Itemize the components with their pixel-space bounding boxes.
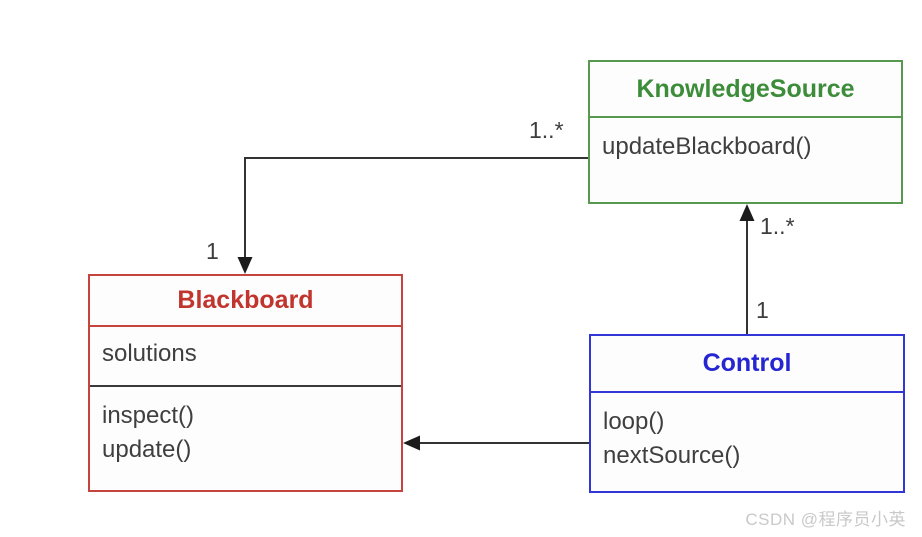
multiplicity-knowledgesource-end: 1..*: [529, 117, 564, 143]
association-control-to-knowledgesource: [739, 204, 755, 334]
association-control-to-blackboard: [403, 435, 589, 451]
class-box-blackboard: Blackboard solutions inspect() update(): [88, 274, 403, 492]
class-title-blackboard: Blackboard: [90, 276, 401, 327]
arrowhead-left-icon: [403, 435, 420, 451]
arrowhead-down-icon: [237, 257, 253, 274]
attribute-item: solutions: [102, 340, 197, 367]
class-box-knowledgesource: KnowledgeSource updateBlackboard(): [588, 60, 903, 204]
association-knowledgesource-to-blackboard: [237, 157, 588, 274]
class-methods-blackboard: inspect() update(): [90, 387, 401, 467]
multiplicity-control-end: 1: [756, 297, 769, 323]
attributes-methods-divider: [90, 385, 401, 387]
class-title-knowledgesource: KnowledgeSource: [590, 62, 901, 118]
class-title-control: Control: [591, 336, 903, 393]
class-box-control: Control loop() nextSource(): [589, 334, 905, 493]
method-item: updateBlackboard(): [602, 133, 812, 160]
method-item: inspect(): [102, 402, 195, 429]
multiplicity-knowledgesource-bottom-end: 1..*: [760, 213, 795, 239]
multiplicity-blackboard-end: 1: [206, 238, 219, 264]
class-methods-knowledgesource: updateBlackboard(): [590, 118, 901, 164]
class-attributes-blackboard: solutions: [90, 327, 401, 385]
arrowhead-up-icon: [739, 204, 755, 221]
method-item: loop(): [603, 408, 665, 435]
method-item: update(): [102, 436, 192, 463]
method-item: nextSource(): [603, 442, 741, 469]
csdn-watermark: CSDN @程序员小英: [745, 510, 906, 529]
class-methods-control: loop() nextSource(): [591, 393, 903, 473]
